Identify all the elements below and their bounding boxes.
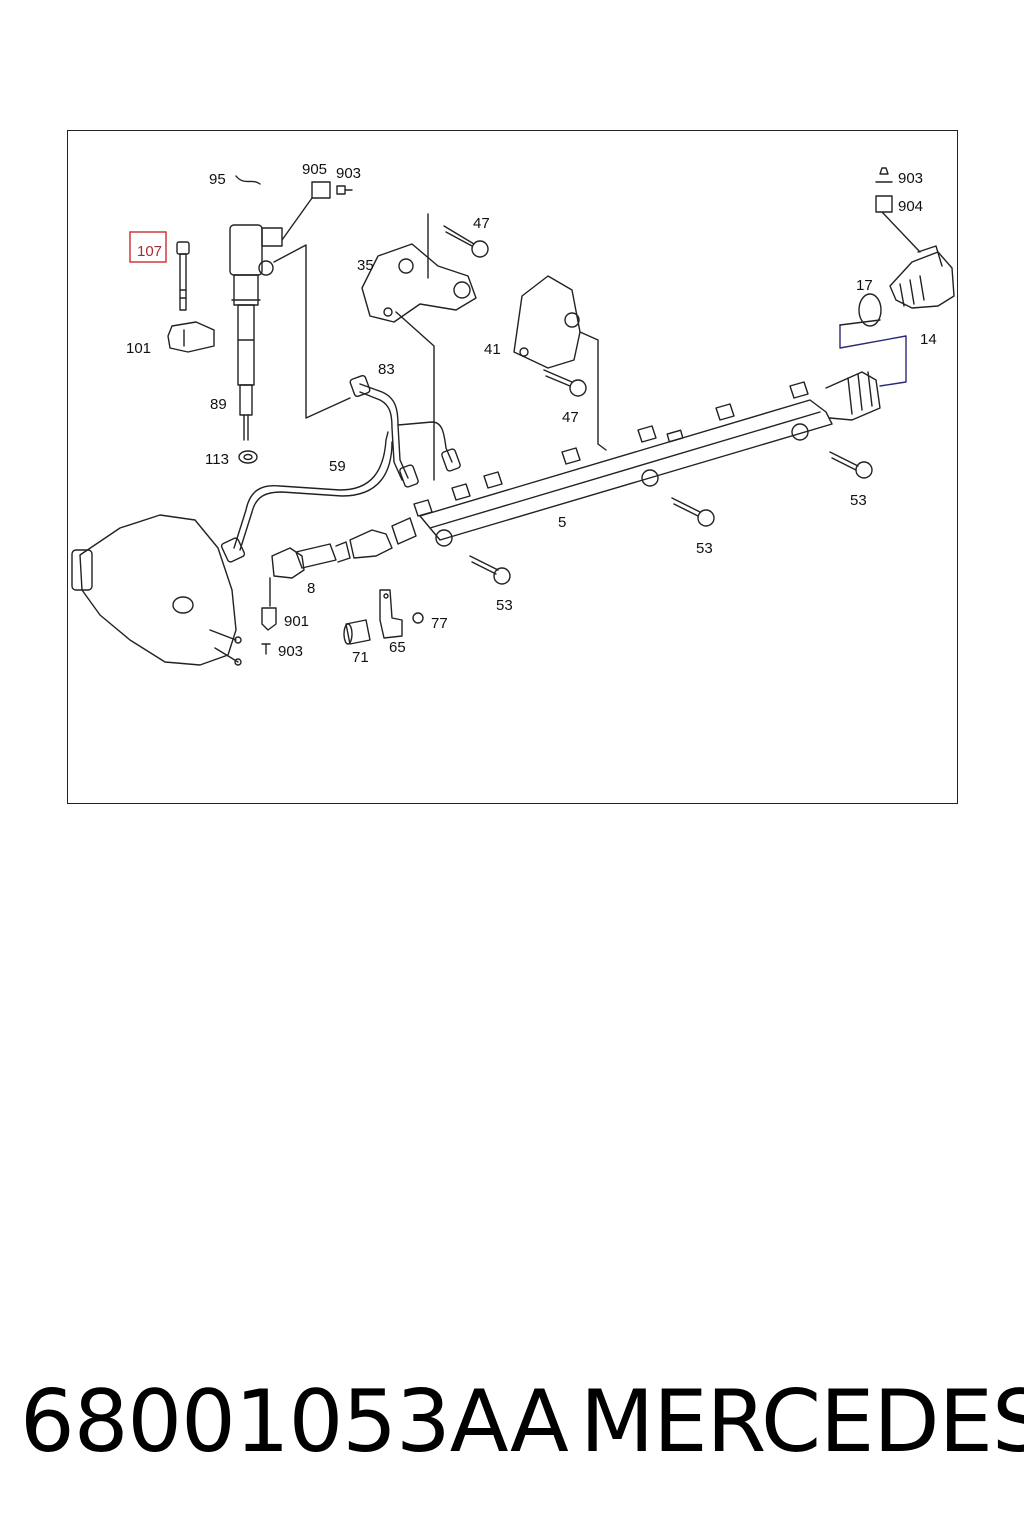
diagram-frame [67,130,958,804]
clip-65 [379,589,403,639]
callout-47-bottom: 47 [562,409,579,426]
highlight-107 [129,231,167,263]
clamp-101 [167,321,215,353]
fuel-temperature-sensor [349,517,417,559]
brand-name: MERCEDES [580,1372,1024,1472]
callout-905: 905 [302,161,327,178]
leader-41 [579,331,607,451]
callout-65: 65 [389,639,406,656]
connector-901 [261,607,277,631]
callout-904: 904 [898,198,923,215]
fuel-rail-5 [413,381,833,547]
callout-41: 41 [484,341,501,358]
callout-901: 901 [284,613,309,630]
callout-107: 107 [137,243,162,260]
callout-53-left: 53 [496,597,513,614]
pipe-59 [233,431,389,549]
screw-77 [412,612,424,624]
oring-17 [858,293,882,327]
washer-113 [238,450,258,464]
sensor-8 [271,541,351,579]
callout-5: 5 [558,514,566,531]
callout-113: 113 [205,451,229,468]
callout-8: 8 [307,580,315,597]
leader-905 [281,197,313,241]
bolt-53-left [469,555,511,585]
bolt-47-bottom [543,369,587,397]
callout-47-top: 47 [473,215,490,232]
callout-53-middle: 53 [696,540,713,557]
bracket-41 [513,275,581,369]
bolt-107 [176,241,190,311]
bolt-53-right [829,451,873,479]
pressure-regulator [825,371,881,421]
pin-903-bottom [261,643,271,655]
callout-17: 17 [856,277,873,294]
part-number: 68001053AA [20,1372,569,1472]
callout-903-right: 903 [898,170,923,187]
leader-14 [839,324,907,387]
rail-pressure-sensor-14 [889,245,955,309]
callout-53-right: 53 [850,492,867,509]
leader-35 [395,213,435,481]
callout-35: 35 [357,257,374,274]
callout-77: 77 [431,615,448,632]
bolt-53-middle [671,497,715,527]
leader-83 [273,244,351,419]
leader-904 [881,211,921,253]
callout-95: 95 [209,171,226,188]
sleeve-71 [345,619,371,645]
callout-71: 71 [352,649,369,666]
bolt-47-top [443,225,489,258]
connector-904 [875,195,893,213]
pin-903-right [875,167,893,183]
callout-903-top: 903 [336,165,361,182]
bracket-35 [361,243,477,323]
callout-14: 14 [920,331,937,348]
callout-903-bottom: 903 [278,643,303,660]
pipe-83 [359,383,409,479]
pin-903-top [336,185,353,195]
callout-83: 83 [378,361,395,378]
callout-101: 101 [126,340,151,357]
high-pressure-pump [71,514,242,666]
injector [229,224,283,441]
callout-89: 89 [210,396,227,413]
parts-diagram: 95 905 903 107 101 89 113 35 47 41 47 83… [71,161,955,666]
callout-59: 59 [329,458,346,475]
connector-905 [311,181,331,199]
clip-95 [235,175,261,185]
